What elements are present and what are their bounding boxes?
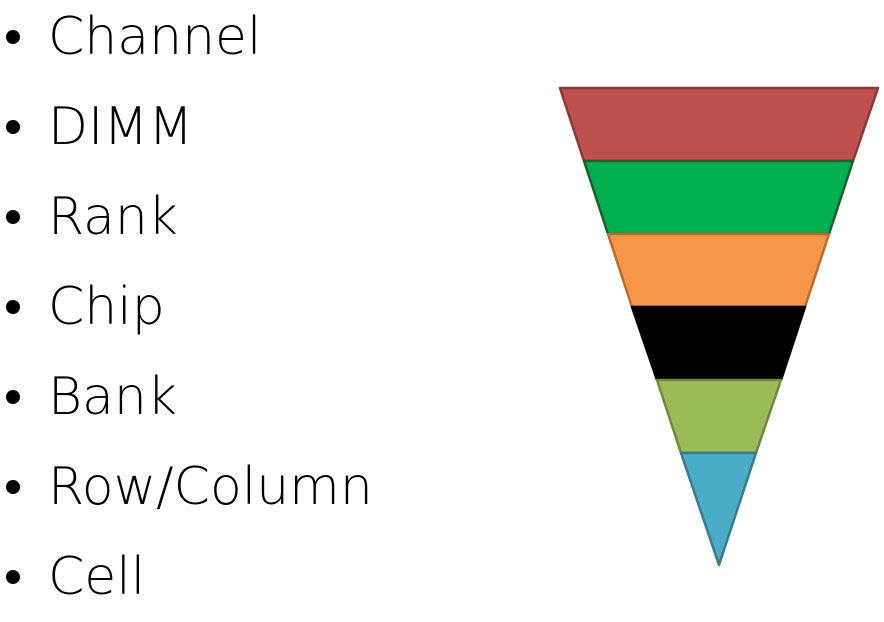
list-item-label: Cell bbox=[48, 547, 146, 607]
bullet-icon bbox=[6, 570, 20, 584]
funnel-layer-rank bbox=[606, 232, 831, 309]
funnel-layer-row-column bbox=[679, 451, 758, 567]
list-item-dimm: DIMM bbox=[0, 82, 193, 172]
list-item-label: Chip bbox=[48, 277, 165, 337]
funnel-layer-channel bbox=[558, 86, 880, 163]
bullet-icon bbox=[6, 30, 20, 44]
list-item-row-column: Row/Column bbox=[0, 442, 373, 532]
funnel-layer-bank bbox=[655, 378, 783, 455]
bullet-icon bbox=[6, 480, 20, 494]
list-item-bank: Bank bbox=[0, 352, 177, 442]
bullet-icon bbox=[6, 120, 20, 134]
list-item-channel: Channel bbox=[0, 0, 261, 82]
funnel-layer-dimm bbox=[582, 159, 855, 236]
bullet-icon bbox=[6, 210, 20, 224]
funnel-layer-chip bbox=[630, 305, 807, 382]
memory-hierarchy-list: Channel DIMM Rank Chip Bank Row/Column C… bbox=[0, 0, 373, 603]
list-item-label: Row/Column bbox=[48, 457, 373, 517]
bullet-icon bbox=[6, 300, 20, 314]
list-item-label: DIMM bbox=[48, 97, 194, 157]
list-item-label: Bank bbox=[48, 367, 177, 427]
list-item-label: Rank bbox=[48, 187, 178, 247]
list-item-label: Channel bbox=[48, 7, 262, 67]
list-item-rank: Rank bbox=[0, 172, 178, 262]
list-item-chip: Chip bbox=[0, 262, 165, 352]
bullet-icon bbox=[6, 390, 20, 404]
list-item-cell: Cell bbox=[0, 532, 145, 622]
